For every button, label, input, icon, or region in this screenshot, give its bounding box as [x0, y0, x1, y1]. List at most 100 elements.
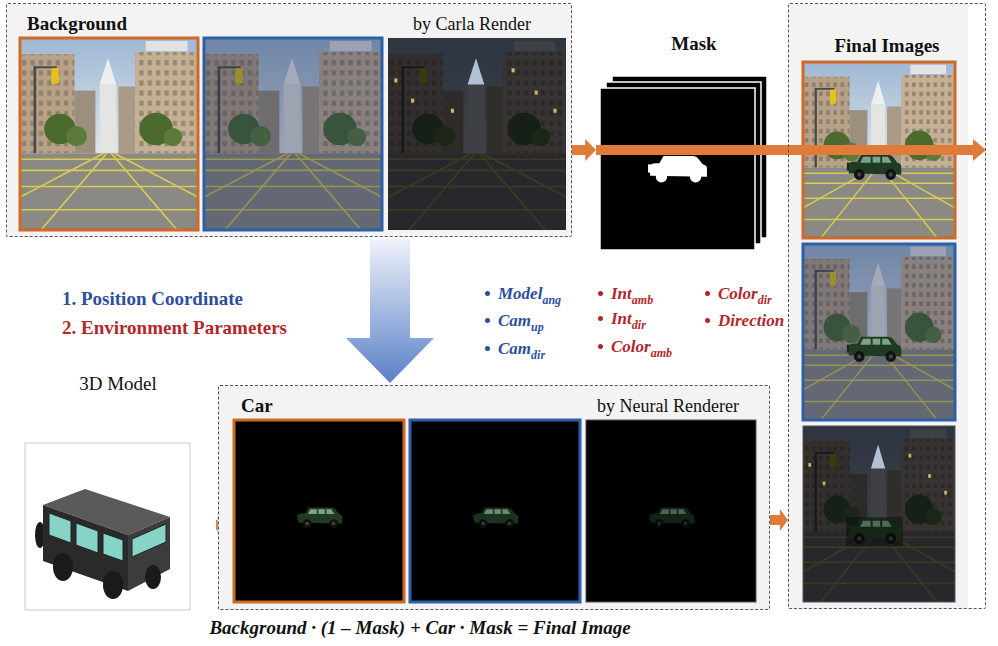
flow-arrow — [572, 139, 596, 161]
mask-stack — [600, 76, 767, 250]
illustration-svg — [648, 506, 696, 530]
panel-title: Final Images — [789, 34, 985, 57]
illustration-rect — [535, 91, 538, 95]
illustration-use — [847, 155, 901, 180]
illustration-rect — [803, 244, 955, 420]
illustration-use — [749, 244, 998, 420]
flow-arrow — [770, 509, 788, 531]
parameter-item: Intamb — [598, 283, 653, 306]
illustration-use — [648, 156, 707, 182]
mask-node: Mask — [596, 28, 792, 252]
parameter-item: Camup — [485, 310, 544, 333]
illustration-ellipse — [145, 565, 161, 589]
parameter-name: Model — [498, 284, 542, 303]
illustration-rect — [451, 109, 454, 113]
illustration-rect — [472, 506, 520, 530]
bullet-dot — [705, 291, 710, 296]
illustration-g — [808, 454, 947, 495]
bullet-dot — [598, 316, 603, 321]
illustration-g — [394, 68, 556, 112]
illustration-rect — [553, 109, 556, 113]
illustration-svg — [847, 337, 901, 362]
illustration-polygon — [103, 533, 123, 561]
panel-title: Background — [27, 12, 127, 35]
illustration-rect — [803, 426, 955, 602]
parameter-item: Coloramb — [598, 336, 672, 359]
illustration-rect — [909, 454, 912, 458]
illustration-rect — [586, 420, 756, 602]
illustration-rect — [218, 385, 770, 610]
formula-caption: Background · (1 – Mask) + Car · Mask = F… — [0, 616, 840, 639]
illustration-rect — [411, 99, 414, 103]
illustration-rect — [234, 420, 404, 602]
panel-title: 3D Model — [20, 372, 216, 395]
parameter-item: Intdir — [598, 308, 646, 331]
illustration-rect — [803, 244, 955, 420]
illustration-svg — [35, 489, 170, 599]
parameter-arrow — [346, 239, 434, 383]
parameter-subscript: dir — [531, 348, 545, 362]
bullet-dot — [598, 344, 603, 349]
dashed-panel: Car by Neural Renderer — [218, 385, 770, 610]
illustration-rect — [25, 443, 190, 610]
model-render — [25, 443, 190, 610]
illustration-svg — [297, 508, 343, 528]
parameter-subscript: up — [531, 320, 544, 334]
illustration-svg — [325, 38, 629, 230]
final-renders — [749, 62, 998, 602]
group-heading: 1. Position Coordinate — [62, 287, 243, 310]
illustration-polygon — [128, 517, 170, 591]
illustration-svg — [648, 156, 707, 182]
bullet-dot — [705, 318, 710, 323]
illustration-rect — [204, 38, 382, 230]
parameter-subscript: dir — [758, 293, 772, 307]
illustration-rect — [20, 38, 198, 230]
illustration-rect — [410, 420, 580, 602]
illustration-rect — [846, 517, 903, 547]
illustration-rect — [512, 68, 515, 72]
bullet-dot — [598, 291, 603, 296]
illustration-polygon — [76, 523, 98, 553]
parameter-item: Colordir — [705, 283, 772, 306]
model-node: 3D Model — [20, 370, 216, 614]
illustration-path — [871, 445, 885, 469]
parameter-name: Int — [611, 309, 632, 328]
parameter-subscript: amb — [632, 293, 653, 307]
bullet-dot — [485, 346, 490, 351]
parameter-subscript: ang — [542, 293, 561, 307]
illustration-rect — [394, 78, 397, 82]
dashed-panel: Final Images — [788, 3, 986, 609]
parameter-item: Camdir — [485, 338, 545, 361]
panel-subtitle: by Neural Renderer — [597, 395, 739, 418]
parameter-item: Modelang — [485, 283, 561, 306]
car-renders — [234, 420, 756, 602]
illustration-polygon — [49, 513, 71, 543]
illustration-svg — [297, 508, 343, 528]
illustration-rect — [410, 420, 580, 602]
panel-title: Mask — [596, 32, 792, 55]
illustration-rect — [648, 506, 696, 530]
parameter-name: Int — [611, 284, 632, 303]
illustration-svg — [749, 426, 998, 602]
illustration-svg — [847, 155, 901, 180]
parameter-subscript: amb — [651, 346, 672, 360]
parameter-name: Color — [611, 337, 651, 356]
group-heading: 2. Environment Parameters — [62, 316, 287, 339]
illustration-ellipse — [53, 553, 73, 581]
illustration-use — [749, 426, 998, 602]
illustration-ellipse — [103, 571, 123, 599]
parameter-subscript: dir — [632, 318, 646, 332]
illustration-svg — [472, 506, 520, 530]
illustration-rect — [928, 474, 931, 478]
illustration-rect — [808, 463, 811, 467]
parameter-name: Cam — [498, 311, 531, 330]
parameter-name: Direction — [718, 311, 784, 330]
illustration-svg — [648, 506, 696, 530]
illustration-rect — [388, 38, 566, 230]
panel-title: Car — [241, 394, 273, 417]
flow-arrow — [596, 139, 986, 161]
illustration-svg — [846, 517, 903, 547]
bullet-dot — [485, 318, 490, 323]
illustration-use — [847, 337, 901, 362]
